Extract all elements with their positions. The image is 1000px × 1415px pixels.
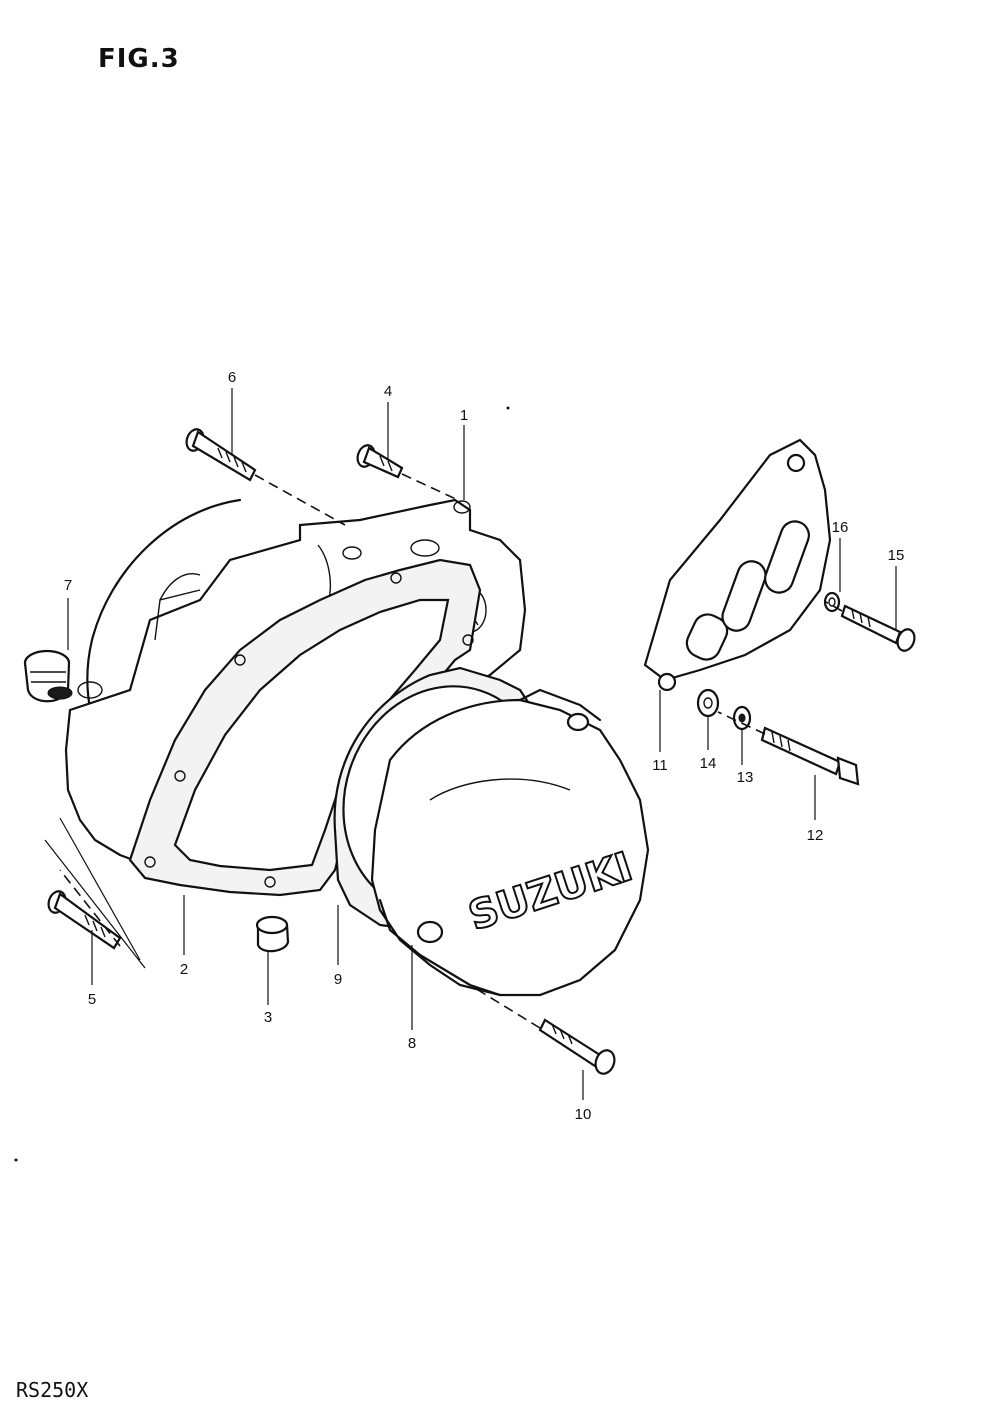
lock-washer-13 xyxy=(732,705,752,731)
callout-3: 3 xyxy=(264,1009,272,1026)
callout-5: 5 xyxy=(88,991,96,1008)
bolt-6 xyxy=(185,428,257,482)
bolt-12 xyxy=(760,726,860,786)
sprocket-cover xyxy=(643,438,832,692)
figure-title: FIG.3 xyxy=(98,44,180,74)
callout-14: 14 xyxy=(700,755,717,772)
callout-4: 4 xyxy=(384,383,392,400)
callout-1: 1 xyxy=(460,407,468,424)
print-speck xyxy=(506,406,510,410)
washer-14 xyxy=(696,688,720,718)
callout-13: 13 xyxy=(737,769,754,786)
callout-11: 11 xyxy=(652,757,668,774)
print-speck xyxy=(14,1158,18,1162)
callout-8: 8 xyxy=(408,1035,416,1052)
bolt-5 xyxy=(47,890,122,950)
bolt-15 xyxy=(840,604,916,652)
bolt-10 xyxy=(538,1018,616,1075)
callout-2: 2 xyxy=(180,961,188,978)
cover-gasket xyxy=(128,558,482,897)
dowel-pin xyxy=(255,915,290,953)
model-code: RS250X xyxy=(16,1378,89,1402)
callout-9: 9 xyxy=(334,971,342,988)
bolt-4 xyxy=(356,444,404,479)
callout-16: 16 xyxy=(832,519,849,536)
callout-7: 7 xyxy=(64,577,72,594)
oil-filler-plug xyxy=(23,649,73,703)
callout-15: 15 xyxy=(888,547,905,564)
clutch-cover: SUZUKI xyxy=(370,688,650,997)
callout-10: 10 xyxy=(575,1106,592,1123)
callout-12: 12 xyxy=(807,827,824,844)
callout-6: 6 xyxy=(228,369,236,386)
